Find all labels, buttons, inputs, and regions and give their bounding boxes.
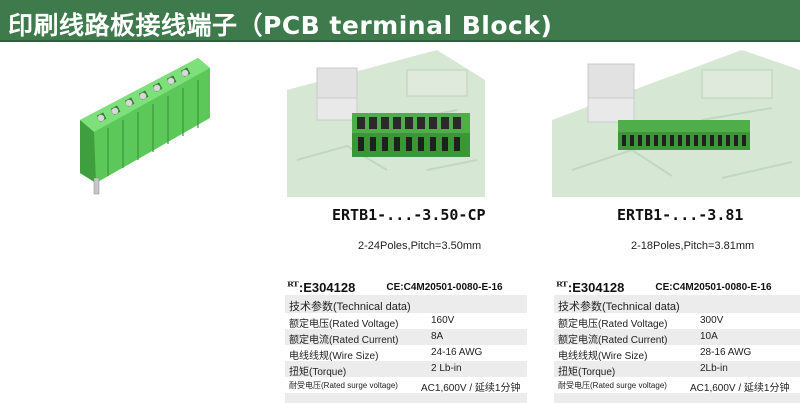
spec-label: 额定电压(Rated Voltage) bbox=[558, 319, 668, 330]
spec-label: 电线线规(Wire Size) bbox=[558, 351, 648, 362]
spec-label: 耐受电压(Rated surge voltage) bbox=[289, 381, 398, 390]
spec-label: 电线线规(Wire Size) bbox=[289, 351, 379, 362]
spec-row: 扭矩(Torque) 2Lb-in bbox=[554, 361, 800, 378]
spec-row: 耐受电压(Rated surge voltage) AC1,600V / 延续1… bbox=[285, 377, 527, 394]
spec-row: 电线线规(Wire Size) 28-16 AWG bbox=[554, 345, 800, 362]
poles-pitch-3-50: 2-24Poles,Pitch=3.50mm bbox=[358, 240, 482, 252]
model-name-3-81: ERTB1-...-3.81 bbox=[617, 206, 744, 224]
ce-certificate: CE:C4M20501-0080-E-16 bbox=[655, 282, 772, 293]
spec-label: 额定电流(Rated Current) bbox=[289, 335, 399, 346]
spec-label: 额定电压(Rated Voltage) bbox=[289, 319, 399, 330]
spec-row: 额定电压(Rated Voltage) 300V bbox=[554, 313, 800, 330]
title-bar: 印刷线路板接线端子（PCB terminal Block) bbox=[0, 0, 800, 42]
ul-mark-icon: ᴿᵁ bbox=[287, 280, 299, 295]
ul-mark-icon: ᴿᵁ bbox=[556, 280, 568, 295]
spec-label: 额定电流(Rated Current) bbox=[558, 335, 668, 346]
spec-value: 2 Lb-in bbox=[431, 363, 462, 374]
spec-row: 电线线规(Wire Size) 24-16 AWG bbox=[285, 345, 527, 362]
spec-table-3-50: 技术参数(Technical data) 额定电压(Rated Voltage)… bbox=[285, 295, 527, 403]
spec-value: 300V bbox=[700, 315, 724, 326]
certification-row-3-50: ᴿᵁ:E304128 CE:C4M20501-0080-E-16 bbox=[287, 280, 503, 295]
spec-label: 扭矩(Torque) bbox=[289, 367, 347, 378]
spec-label: 耐受电压(Rated surge voltage) bbox=[558, 381, 667, 390]
model-name-3-50: ERTB1-...-3.50-CP bbox=[332, 206, 486, 224]
spec-value: 2Lb-in bbox=[700, 363, 728, 374]
ul-file-number: E304128 bbox=[303, 280, 356, 295]
spec-row: 扭矩(Torque) 2 Lb-in bbox=[285, 361, 527, 378]
spec-value: 10A bbox=[700, 331, 718, 342]
spec-value: AC1,600V / 延续1分钟 bbox=[690, 383, 790, 394]
poles-pitch-3-81: 2-18Poles,Pitch=3.81mm bbox=[631, 240, 755, 252]
certification-row-3-81: ᴿᵁ:E304128 CE:C4M20501-0080-E-16 bbox=[556, 280, 772, 295]
page-title: 印刷线路板接线端子（PCB terminal Block) bbox=[8, 11, 553, 40]
spec-table-3-81: 技术参数(Technical data) 额定电压(Rated Voltage)… bbox=[554, 295, 800, 403]
spec-value: AC1,600V / 延续1分钟 bbox=[421, 383, 521, 394]
ce-certificate: CE:C4M20501-0080-E-16 bbox=[386, 282, 503, 293]
spec-row: 额定电流(Rated Current) 8A bbox=[285, 329, 527, 346]
spec-value: 28-16 AWG bbox=[700, 347, 752, 358]
terminal-block-product-image bbox=[80, 58, 210, 195]
spec-caption: 技术参数(Technical data) bbox=[289, 301, 411, 313]
pcb-photo-3-81 bbox=[552, 50, 800, 197]
spec-label: 扭矩(Torque) bbox=[558, 367, 616, 378]
spec-row: 额定电流(Rated Current) 10A bbox=[554, 329, 800, 346]
spec-value: 24-16 AWG bbox=[431, 347, 483, 358]
pcb-photo-3-50 bbox=[287, 50, 485, 197]
spec-row: 耐受电压(Rated surge voltage) AC1,600V / 延续1… bbox=[554, 377, 800, 394]
spec-caption: 技术参数(Technical data) bbox=[558, 301, 680, 313]
ul-file-number: E304128 bbox=[572, 280, 625, 295]
spec-row: 额定电压(Rated Voltage) 160V bbox=[285, 313, 527, 330]
spec-value: 8A bbox=[431, 331, 444, 342]
spec-value: 160V bbox=[431, 315, 455, 326]
